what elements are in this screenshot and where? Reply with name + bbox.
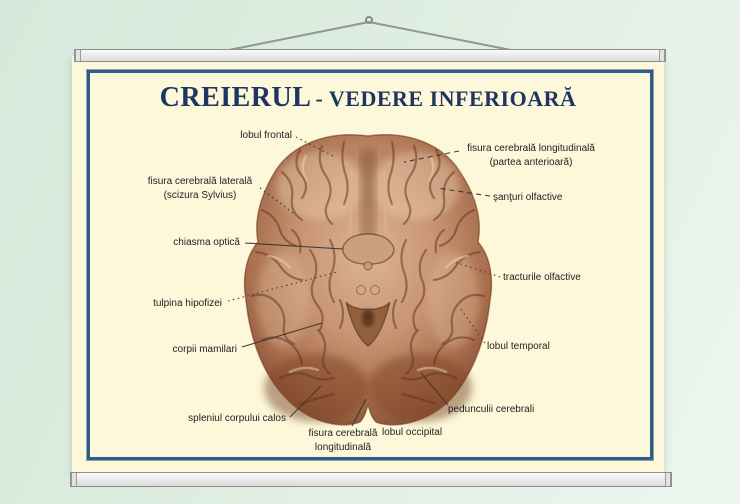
leader-lobul-temporal xyxy=(459,307,486,344)
leader-fisura-anterioara xyxy=(403,150,460,163)
label-text: fisura cerebrală longitudinală xyxy=(467,143,595,154)
bottom-rail-cap-right xyxy=(665,473,671,486)
bottom-rail-cap-left xyxy=(71,473,77,486)
sulci-left xyxy=(250,140,349,406)
label-tracturile-olfactive: tracturile olfactive xyxy=(503,271,603,285)
leader-fisura-longitudinala-jos xyxy=(351,398,367,427)
central-structures xyxy=(342,233,395,347)
hanger-string-right xyxy=(368,21,517,52)
gyri-highlights xyxy=(266,154,470,374)
title-main: CREIERUL xyxy=(159,82,312,113)
label-fisura-cerebrala-laterala: fisura cerebrală laterală (scizura Sylvi… xyxy=(140,175,260,203)
optic-chiasm xyxy=(342,233,395,265)
interpeduncular-fossa xyxy=(362,309,374,327)
leader-lobul-frontal xyxy=(295,136,334,157)
leader-tulpina-hipofizei xyxy=(227,271,338,302)
label-text: chiasma optică xyxy=(173,237,240,248)
bottom-rail xyxy=(70,472,672,487)
page-title: CREIERUL - VEDERE INFERIOARĂ xyxy=(72,82,664,114)
label-lobul-occipital: lobul occipital xyxy=(382,426,472,440)
label-text-line2: longitudinală xyxy=(314,442,372,453)
label-text: lobul temporal xyxy=(487,341,550,352)
label-pedunculii-cerebrali: pedunculii cerebrali xyxy=(448,403,563,417)
label-text: lobul occipital xyxy=(382,427,443,438)
label-text: spleniul corpului calos xyxy=(188,413,286,424)
poster-inner-frame xyxy=(86,69,654,461)
label-spleniul-corpului-calos: spleniul corpului calos xyxy=(154,412,286,426)
leader-lines xyxy=(227,136,501,427)
leader-spleniul xyxy=(289,385,322,418)
label-fisura-longitudinala-anterioara: fisura cerebrală longitudinală (partea a… xyxy=(462,142,600,170)
pituitary-stalk xyxy=(363,261,373,271)
top-rail-cap-left xyxy=(75,50,81,61)
label-text: fisura cerebrală laterală xyxy=(147,176,253,187)
leader-pedunculii xyxy=(420,372,449,406)
top-rail xyxy=(74,49,666,62)
label-santuri-olfactive: şanţuri olfactive xyxy=(493,191,588,205)
top-rail-cap-right xyxy=(659,50,665,61)
label-text: şanţuri olfactive xyxy=(493,192,563,203)
label-text: pedunculii cerebrali xyxy=(448,404,535,415)
label-lobul-temporal: lobul temporal xyxy=(487,340,577,354)
label-text-line2: (scizura Sylvius) xyxy=(163,190,237,201)
leader-chiasma-optica xyxy=(244,242,344,250)
label-text: fisura cerebrală xyxy=(308,428,378,439)
mamillary-body-left xyxy=(356,285,366,295)
label-corpii-mamilari: corpii mamilari xyxy=(145,343,237,357)
label-text: corpii mamilari xyxy=(172,344,237,355)
label-text: lobul frontal xyxy=(240,130,292,141)
title-sub: - VEDERE INFERIOARĂ xyxy=(315,86,577,111)
hanger-ring-icon xyxy=(365,16,373,24)
label-fisura-longitudinala-jos: fisura cerebrală longitudinală xyxy=(286,427,400,455)
label-chiasma-optica: chiasma optică xyxy=(148,236,240,250)
label-lobul-frontal: lobul frontal xyxy=(190,129,292,143)
label-text-line2: (partea anterioară) xyxy=(489,157,573,168)
hanger-string-left xyxy=(223,21,370,52)
leader-corpii-mamilari xyxy=(241,322,323,348)
label-text: tracturile olfactive xyxy=(503,272,581,283)
longitudinal-fissure xyxy=(348,138,388,408)
leader-fisura-laterala xyxy=(259,187,294,214)
label-tulpina-hipofizei: tulpina hipofizei xyxy=(130,297,222,311)
sulci-right xyxy=(387,140,486,406)
mamillary-body-right xyxy=(370,285,380,295)
label-text: tulpina hipofizei xyxy=(153,298,222,309)
